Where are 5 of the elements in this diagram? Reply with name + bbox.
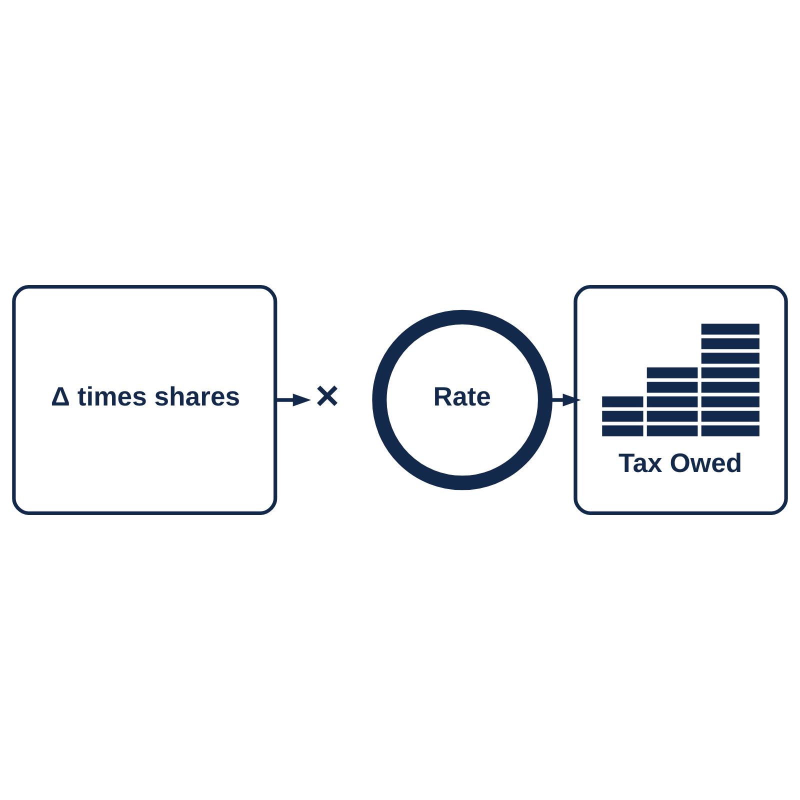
node-text: × xyxy=(315,372,340,418)
arrow xyxy=(275,394,312,406)
node-circle: Rate xyxy=(372,310,552,490)
node-box: Δ times shares xyxy=(12,285,278,515)
node-box: Tax Owed xyxy=(574,285,788,515)
